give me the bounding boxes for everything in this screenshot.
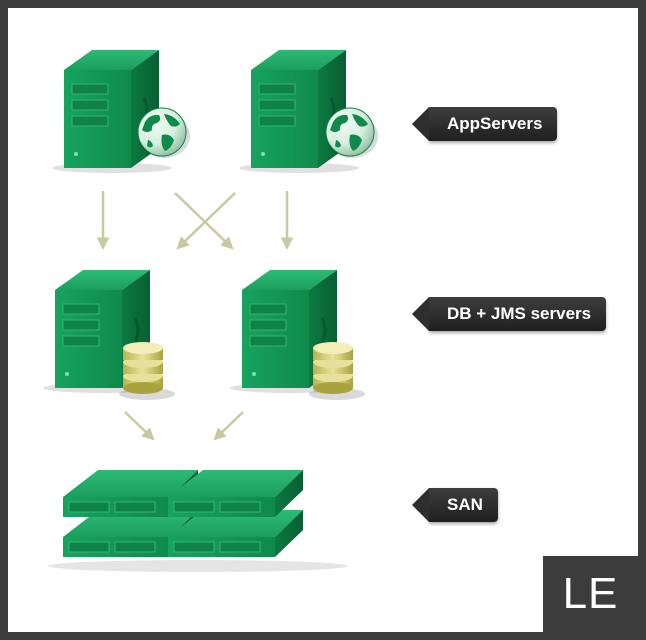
arrow-cross-left [176, 192, 236, 250]
arrow-to-san-left [124, 411, 155, 441]
db-server-1 [41, 268, 175, 400]
app-server-2 [237, 48, 379, 175]
database-icon [119, 342, 175, 400]
connection-arrows-lower [124, 411, 244, 441]
arrow-to-san-right [213, 411, 244, 441]
san-storage-array [48, 469, 348, 572]
architecture-diagram [41, 48, 379, 572]
arrow-cross-right [174, 192, 234, 250]
globe-icon [325, 107, 379, 159]
label-app-servers: AppServers [411, 107, 558, 141]
connection-arrows-upper [96, 191, 294, 250]
db-server-2 [228, 268, 365, 400]
globe-icon [137, 107, 191, 159]
label-db-jms-servers: DB + JMS servers [411, 297, 607, 331]
app-server-1 [50, 48, 191, 175]
diagram-frame: AppServers DB + JMS servers SAN LE [8, 8, 638, 632]
database-icon [309, 342, 365, 400]
logo-badge: LE [543, 556, 638, 632]
label-san: SAN [412, 488, 498, 522]
